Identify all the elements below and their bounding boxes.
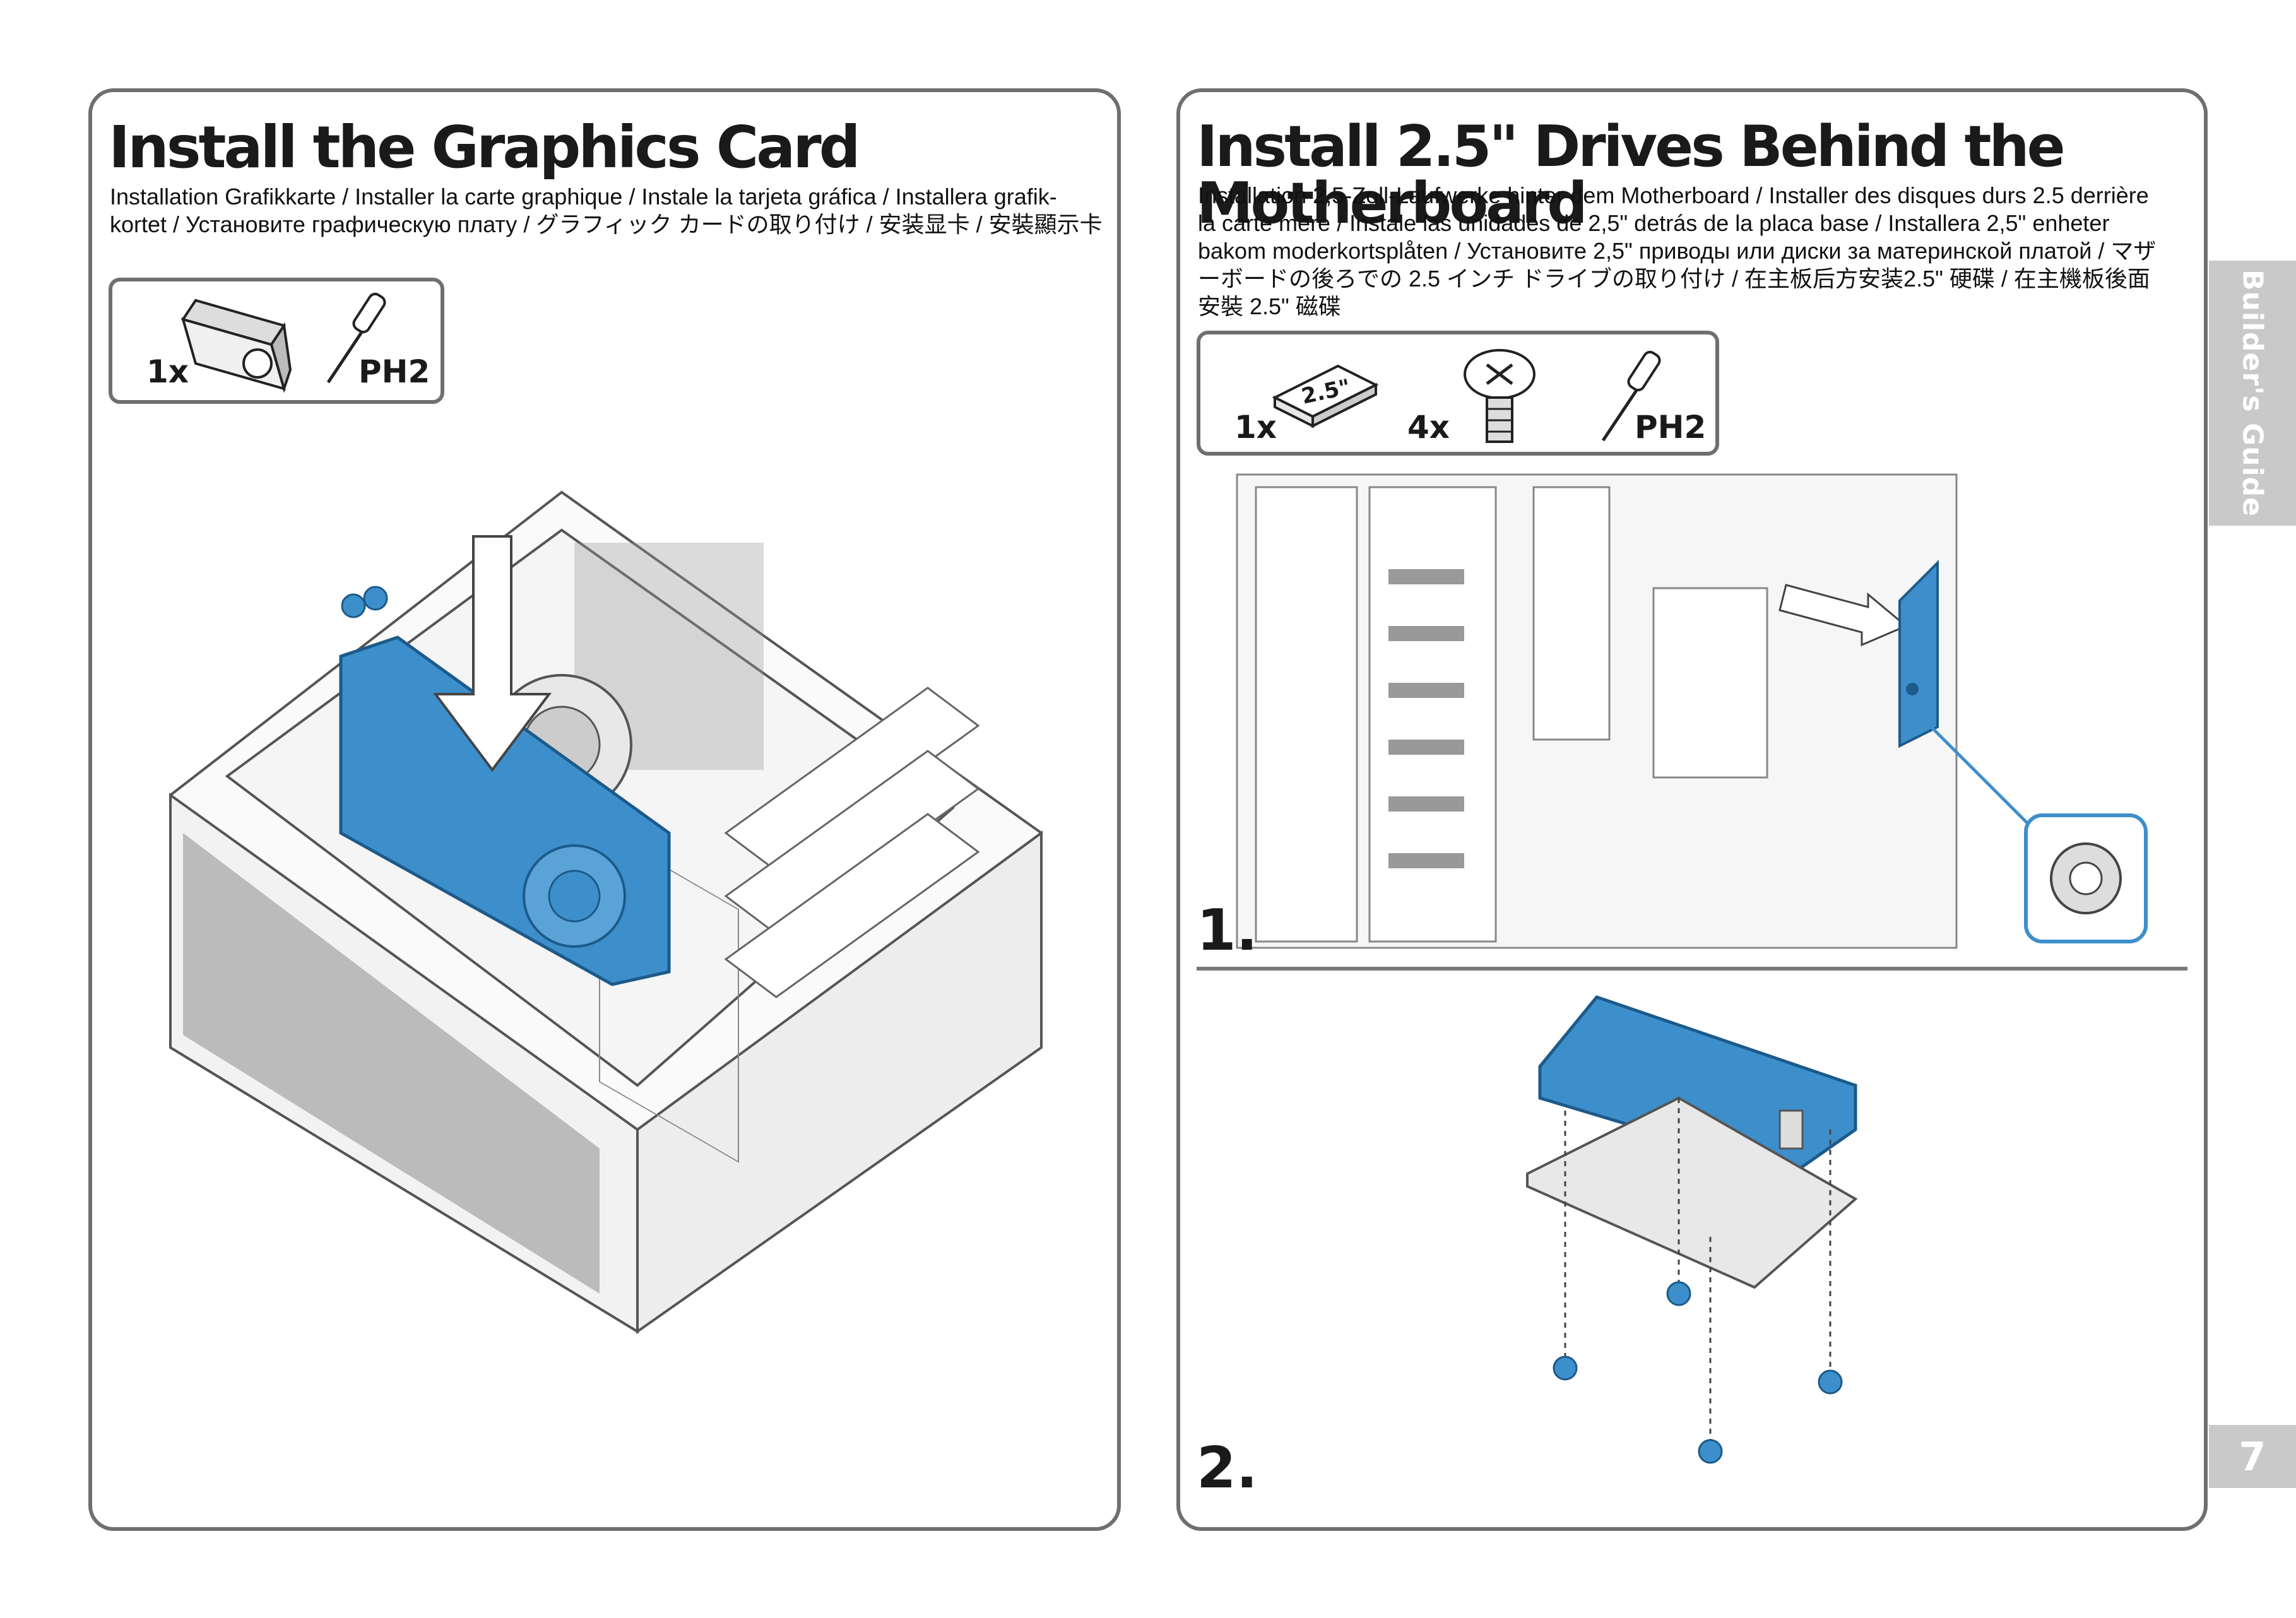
step1-illustration <box>1236 473 2148 949</box>
drive-quantity: 1x <box>1234 409 1277 446</box>
side-tab-label: Builder's Guide <box>2236 269 2269 517</box>
step2-illustration <box>1526 995 1858 1464</box>
step-2-label: 2. <box>1197 1435 1258 1501</box>
pc-case-illustration <box>169 490 1043 1334</box>
screwdriver-icon <box>326 292 386 384</box>
ssd-drive-icon <box>1272 364 1379 428</box>
graphics-card-quantity: 1x <box>146 353 189 390</box>
graphics-card-highlight <box>339 635 671 986</box>
screwdriver-type: PH2 <box>358 353 430 390</box>
page-number-box <box>2209 1425 2296 1488</box>
graphics-card-subtitle: Installation Grafikkarte / Installer la … <box>110 184 1103 237</box>
step-1-label: 1. <box>1197 897 1258 964</box>
graphics-card-icon <box>180 298 292 393</box>
drives-title: Install 2.5" Drives Behind the Motherboa… <box>1197 114 2066 237</box>
drives-requirements-box <box>1197 331 1719 456</box>
screwdriver-type-right: PH2 <box>1635 409 1707 446</box>
side-tab <box>2209 261 2296 526</box>
graphics-card-title: Install the Graphics Card <box>109 114 861 181</box>
screw-quantity: 4x <box>1407 409 1450 446</box>
screwdriver-icon-right <box>1601 350 1661 442</box>
page-number: 7 <box>2239 1433 2266 1480</box>
screw-icon <box>1464 349 1536 443</box>
drives-subtitle: Installation 2,5-Zoll-Laufwerke hinter d… <box>1198 182 2157 319</box>
step-divider <box>1197 967 2187 971</box>
